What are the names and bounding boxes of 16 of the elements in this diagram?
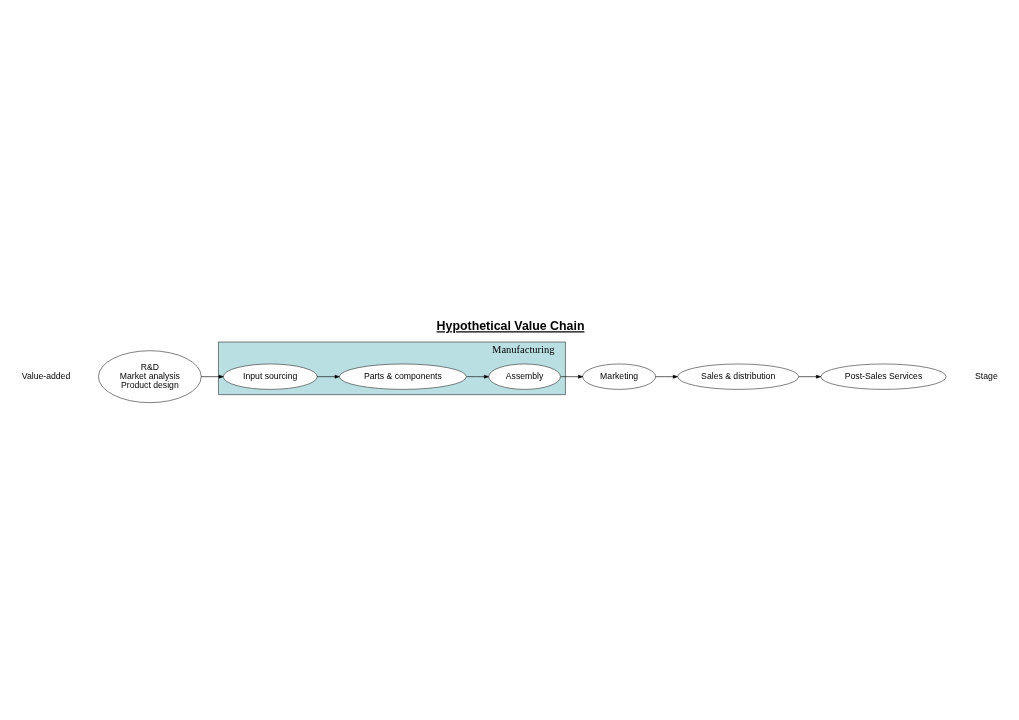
label: Stage <box>974 370 998 381</box>
arrow <box>465 374 489 378</box>
node-ellipse: Marketing <box>581 363 656 390</box>
arrow <box>559 374 583 378</box>
arrow <box>316 374 340 378</box>
node-ellipse: Post-Sales Services <box>820 363 946 390</box>
arrow <box>797 374 821 378</box>
diagram-title: Hypothetical Value Chain <box>436 318 584 333</box>
arrow <box>200 374 224 378</box>
node-ellipse: Sales & distribution <box>676 363 799 390</box>
arrow <box>654 374 678 378</box>
node-ellipse: Input sourcing <box>222 363 317 390</box>
node-ellipse: R&D Market analysis Product design <box>97 349 202 403</box>
node-ellipse: Assembly <box>487 363 561 390</box>
label: Value-added <box>21 370 70 381</box>
node-ellipse: Parts & components <box>338 363 467 390</box>
